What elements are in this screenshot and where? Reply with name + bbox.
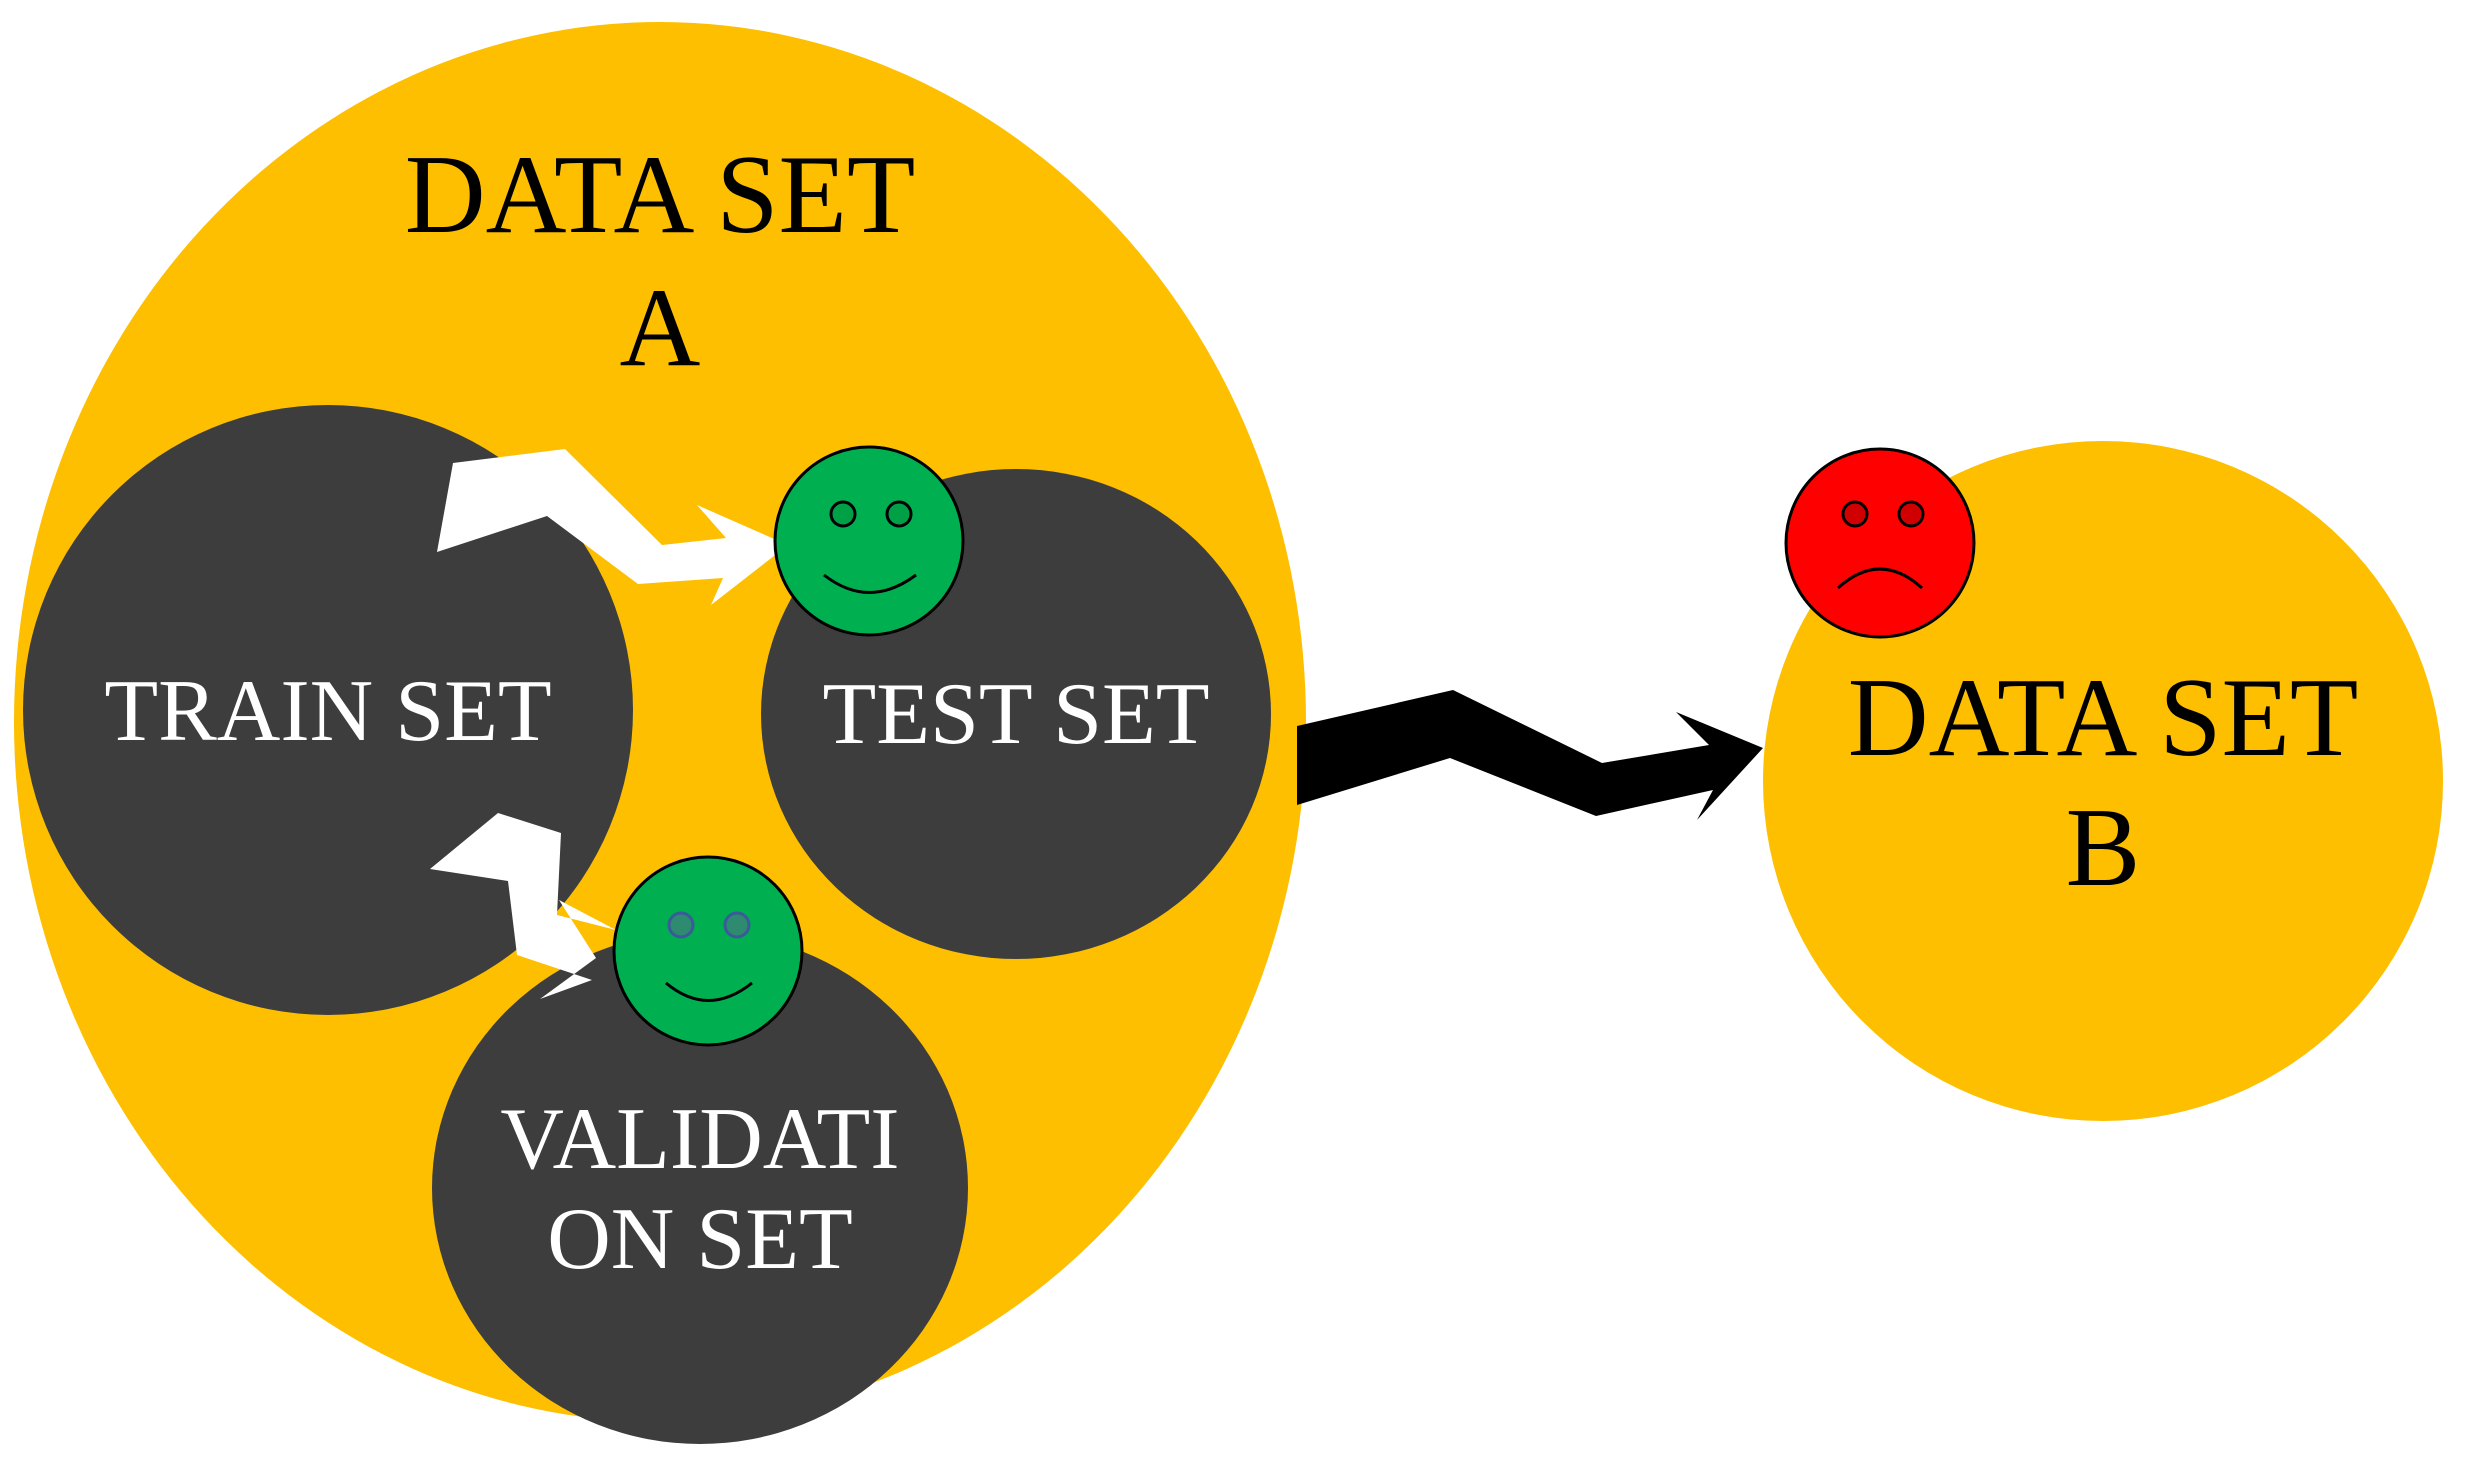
train-to-test-arrow: [437, 449, 788, 605]
happy-face-icon: [773, 445, 965, 637]
data-set-a-title-line1: DATA SET: [405, 133, 916, 257]
train-set-label: TRAIN SET: [104, 663, 551, 760]
data-set-b-title-line2: B: [2066, 786, 2141, 910]
data-set-b-title-line1: DATA SET: [1848, 656, 2359, 780]
data-set-a-region: [14, 22, 1306, 1422]
validation-set-region: [432, 932, 968, 1444]
test-set-label: TEST SET: [822, 666, 1209, 763]
train-to-validation-arrow: [430, 813, 616, 999]
sad-face-icon: [1784, 447, 1976, 639]
validation-set-label-line1: VALIDATI: [500, 1091, 899, 1188]
dataset-a-to-b-arrow: [1297, 690, 1763, 820]
happy-face-icon: [612, 855, 804, 1047]
data-set-a-title-line2: A: [620, 266, 701, 390]
validation-set-label-line2: ON SET: [547, 1191, 853, 1288]
